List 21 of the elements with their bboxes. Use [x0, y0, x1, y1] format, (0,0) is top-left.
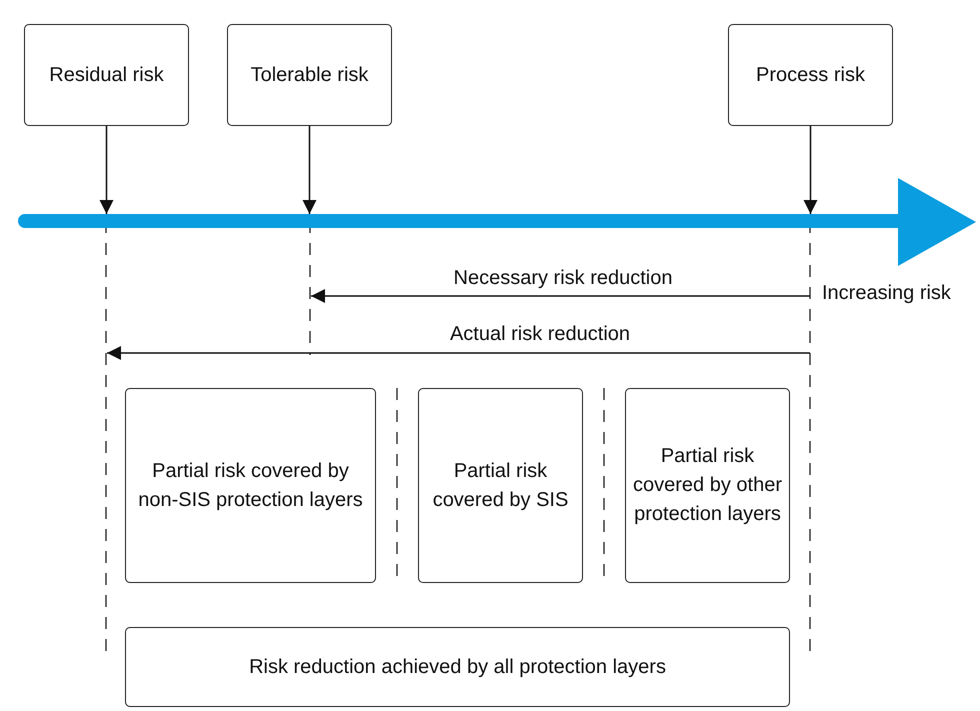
dimension-label: Necessary risk reduction [454, 267, 672, 290]
text-box [24, 24, 189, 126]
text-box [728, 24, 893, 126]
text-box [625, 388, 790, 583]
box-text: Partial risk covered by other protection layers [632, 444, 783, 527]
axis-label: Increasing risk [822, 282, 951, 305]
box-text: Process risk [755, 62, 866, 88]
box-text: Risk reduction achieved by all protection layers [248, 654, 667, 680]
dimension-label: Actual risk reduction [450, 323, 630, 346]
box-text: Partial risk covered by SIS [432, 458, 570, 512]
box-text: Tolerable risk [250, 62, 370, 88]
text-box [227, 24, 392, 126]
risk-axis-arrow [18, 178, 976, 266]
text-box [125, 627, 790, 707]
arrow [804, 126, 818, 214]
text-box [125, 388, 376, 583]
arrow [100, 126, 114, 214]
box-text: Residual risk [48, 62, 165, 88]
arrow [302, 126, 316, 214]
box-text: Partial risk covered by non-SIS protection layers [137, 458, 364, 512]
text-box [418, 388, 583, 583]
